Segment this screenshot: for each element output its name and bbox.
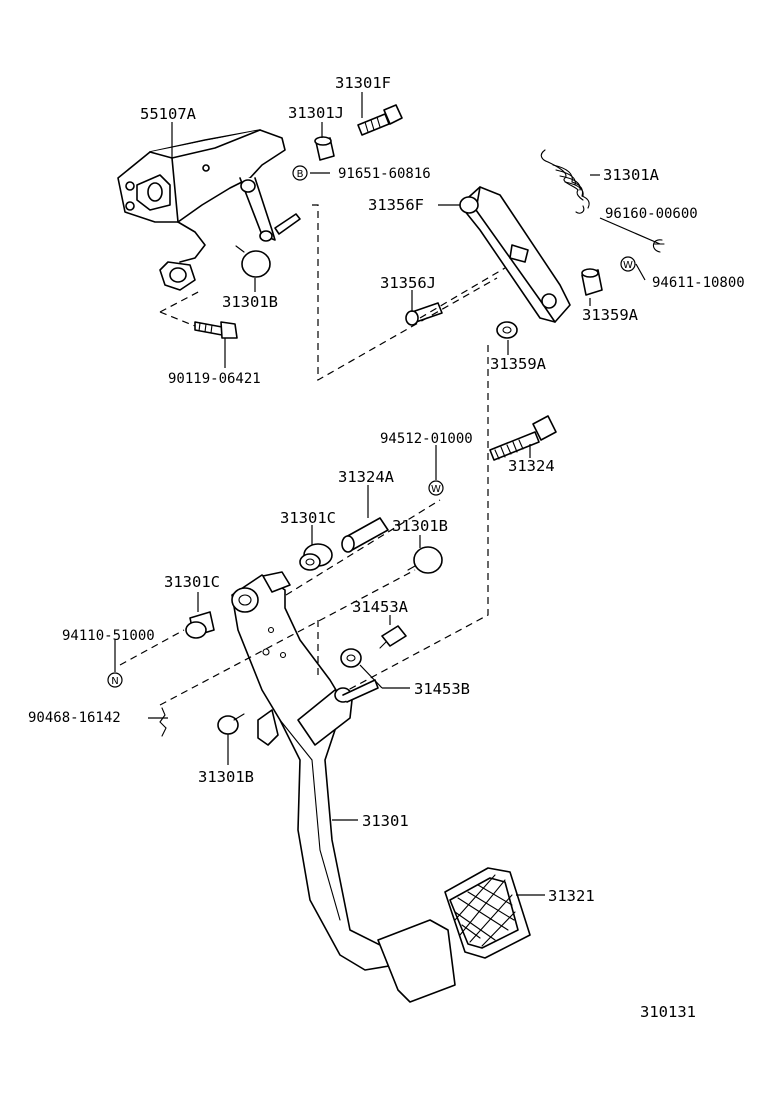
symbol-w-upper: W: [620, 256, 636, 272]
assembly-lines: [119, 204, 506, 706]
label-94110-51000: 94110-51000: [62, 628, 155, 644]
bolt-31453A: [379, 625, 407, 649]
pin-31356J: [405, 302, 443, 326]
symbol-w-lower: W: [428, 480, 444, 496]
svg-text:W: W: [623, 260, 633, 271]
label-31301B-lower: 31301B: [198, 768, 254, 786]
lever-31356F: [459, 186, 571, 323]
pedal-pad-31321: [444, 867, 531, 959]
label-90119-06421: 90119-06421: [168, 371, 261, 387]
bushing-31301J: [314, 136, 335, 161]
label-31301B-mid: 31301B: [392, 517, 448, 535]
svg-text:N: N: [111, 676, 118, 687]
label-31301F: 31301F: [335, 74, 391, 92]
bushing-31301C-left: [185, 611, 215, 639]
stopper-31301B-mid: [407, 546, 443, 574]
label-31301: 31301: [362, 812, 409, 830]
label-31356F: 31356F: [368, 196, 424, 214]
bolt-31453B: [340, 648, 362, 668]
label-55107A: 55107A: [140, 105, 197, 123]
label-31356J: 31356J: [380, 274, 436, 292]
sleeve-31324A: [341, 517, 389, 553]
label-31359A-mid: 31359A: [490, 355, 547, 373]
label-31453A: 31453A: [352, 598, 409, 616]
label-31324A: 31324A: [338, 468, 395, 486]
leader-lines: [114, 92, 661, 896]
svg-text:W: W: [431, 484, 441, 495]
bolt-31301F: [357, 104, 403, 136]
symbol-n: N: [107, 672, 123, 688]
svg-text:B: B: [297, 169, 304, 180]
spring-31301A: [540, 149, 590, 214]
bushing-31359A-mid: [496, 321, 518, 339]
label-31301J: 31301J: [288, 104, 344, 122]
bushing-31301C-upper: [299, 543, 333, 571]
label-31359A-right: 31359A: [582, 306, 639, 324]
stopper-31301B-upper: [235, 245, 271, 278]
clip-90468-16142: [159, 707, 167, 737]
part-labels: 55107A 31301F 31301J 91651-60816 31301A …: [28, 74, 745, 1021]
label-96160-00600: 96160-00600: [605, 206, 698, 222]
label-31301A: 31301A: [603, 166, 660, 184]
label-31301C-left: 31301C: [164, 573, 220, 591]
label-94611-10800: 94611-10800: [652, 275, 745, 291]
label-94512-01000: 94512-01000: [380, 431, 473, 447]
pedal-arm-31301: [231, 571, 396, 971]
figure-number: 310131: [640, 1003, 696, 1021]
bolt-31324: [489, 415, 557, 461]
symbol-b: B: [292, 165, 308, 181]
label-31453B: 31453B: [414, 680, 470, 698]
label-31301B-upper: 31301B: [222, 293, 278, 311]
label-31324: 31324: [508, 457, 555, 475]
label-31321: 31321: [548, 887, 595, 905]
bushing-31359A-right: [581, 268, 603, 296]
bolt-90119-06421: [194, 321, 238, 339]
label-91651-60816: 91651-60816: [338, 166, 431, 182]
pedal-pad-attached: [377, 919, 456, 1003]
pedal-bracket-55107A: [117, 129, 301, 291]
stopper-31301B-lower: [217, 713, 245, 735]
label-31301C-upper: 31301C: [280, 509, 336, 527]
label-90468-16142: 90468-16142: [28, 710, 121, 726]
